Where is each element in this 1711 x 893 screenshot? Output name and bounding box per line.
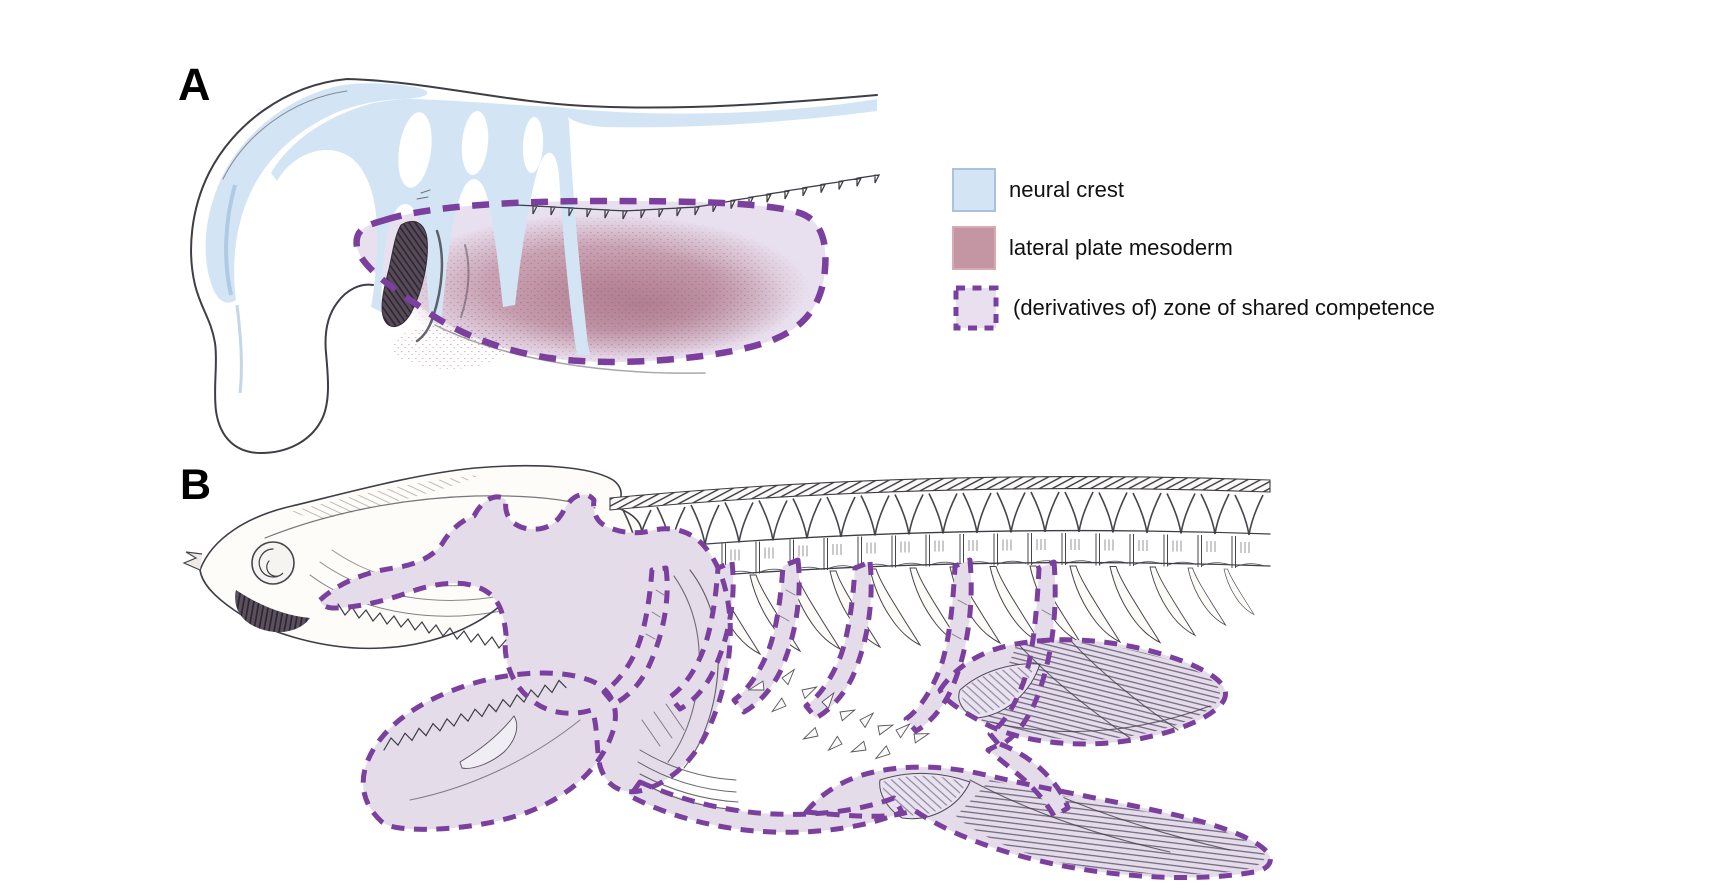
snout-barb: [182, 551, 203, 571]
belly-band-highlight: [630, 782, 902, 833]
zone-of-shared-competence-outline: [353, 197, 829, 366]
legend-item-neural-crest: neural crest: [952, 168, 1435, 212]
gill-rakers: [748, 669, 930, 760]
pelvic-fin-highlight: [806, 767, 1271, 878]
panel-b-label: B: [180, 461, 212, 509]
legend-item-zone-of-shared-competence: (derivatives of) zone of shared competen…: [952, 284, 1435, 332]
pharyngeal-arch-ink: [381, 221, 508, 369]
neural-crest-swatch: [952, 168, 996, 212]
lateral-plate-mesoderm-shading: [392, 214, 815, 371]
legend-label-zone-of-shared-competence: (derivatives of) zone of shared competen…: [1013, 295, 1435, 320]
legend-label-neural-crest: neural crest: [1009, 177, 1124, 202]
embryo-illustration: [190, 77, 881, 455]
zone-of-shared-competence-region: [356, 201, 826, 371]
legend-label-lateral-plate-mesoderm: lateral plate mesoderm: [1009, 235, 1233, 260]
skull: [182, 464, 643, 650]
lateral-plate-mesoderm-swatch: [952, 226, 996, 270]
pectoral-fin-highlight: [940, 639, 1226, 744]
zone-of-shared-competence-swatch: [953, 285, 999, 331]
upper-teeth: [337, 603, 507, 649]
fish-skeleton-illustration: [182, 464, 1273, 881]
panel-a-label: A: [178, 59, 211, 110]
somite-row: [514, 174, 881, 220]
embryo-outline: [190, 77, 878, 455]
legend-item-lateral-plate-mesoderm: lateral plate mesoderm: [952, 226, 1435, 270]
ribs: [709, 565, 1255, 655]
zone-derivative-outlines: [317, 492, 1273, 881]
neural-crest-streams: [271, 99, 590, 355]
vertebral-column: [609, 476, 1271, 585]
neural-tube-stripe: [555, 99, 877, 128]
lower-jaw-highlight: [363, 673, 616, 830]
lower-teeth: [383, 679, 567, 751]
jaw-suspensorium-highlight: [320, 494, 731, 792]
legend: neural crest lateral plate mesoderm (der…: [952, 168, 1435, 346]
branchiostegal-rays: [637, 749, 741, 811]
pectoral-girdle-highlight: [988, 744, 1068, 816]
neural-crest-head-band: [205, 83, 428, 394]
orbit: [251, 541, 295, 585]
gill-arch-highlights: [604, 560, 1056, 746]
